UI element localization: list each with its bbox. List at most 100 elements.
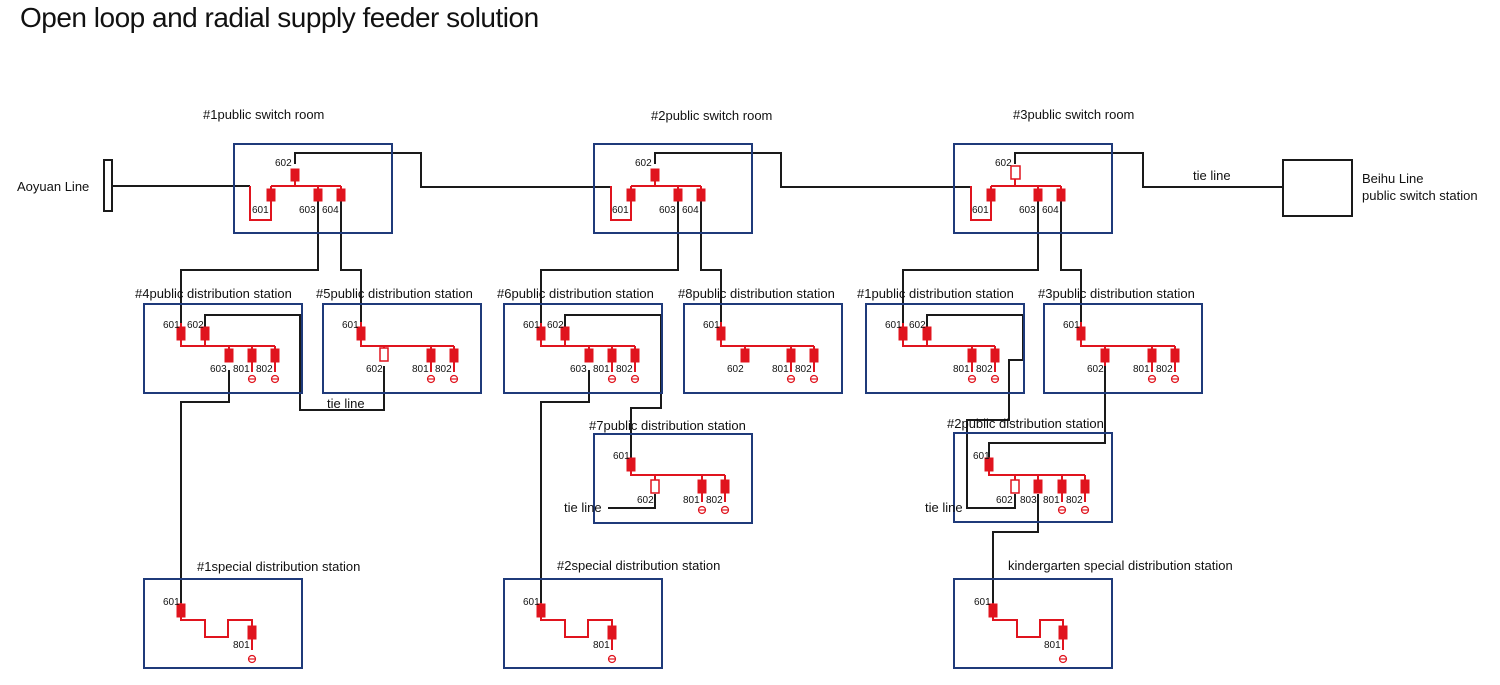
special-station-2 [503,578,663,669]
transformer-icon [786,374,796,384]
switch-icon [176,603,186,618]
beihu-station-label: public switch station [1362,188,1478,203]
switch-label: 801 [593,364,610,375]
dist-station-7 [593,433,753,524]
cable-room2-room3 [654,152,971,188]
cable-ds3-ds2 [988,366,1106,463]
switch-label: 602 [547,320,564,331]
tie-line-ds1-ds2 [926,314,1024,509]
switch-icon [990,348,1000,363]
switch-label: 601 [703,320,720,331]
switch-icon [809,348,819,363]
switch-label: 603 [659,205,676,216]
switch-label: 802 [976,364,993,375]
transformer-icon [607,374,617,384]
switch-icon [200,326,210,341]
cable-room1-room2 [294,152,611,188]
transformer-icon [697,505,707,515]
switch-label: 802 [1066,495,1083,506]
transformer-icon [426,374,436,384]
switch-label: 601 [885,320,902,331]
cable-r2-603-ds6 [540,199,679,323]
switch-icon [720,479,730,494]
switch-icon [630,348,640,363]
switch-icon [176,326,186,341]
switch-label: 602 [996,495,1013,506]
switch-icon [224,348,234,363]
dist-station-3-title: #3public distribution station [1038,286,1195,301]
switch-label: 801 [1133,364,1150,375]
switch-icon [697,479,707,494]
switch-label: 601 [1063,320,1080,331]
cable-ds7-tie [608,494,656,509]
switch-label: 801 [1044,640,1061,651]
switch-room-2 [593,143,753,234]
switch-label: 601 [163,597,180,608]
dist-station-8 [683,303,843,394]
dist-station-3 [1043,303,1203,394]
cable-ds4-ss1 [180,370,230,603]
switch-label: 604 [682,205,699,216]
switch-icon [1076,326,1086,341]
switch-label: 801 [1043,495,1060,506]
transformer-icon [607,654,617,664]
switch-icon [898,326,908,341]
switch-label: 601 [973,451,990,462]
switch-icon [986,188,996,202]
switch-icon [1056,188,1066,202]
switch-label: 604 [322,205,339,216]
switch-label: 802 [435,364,452,375]
switch-icon [696,188,706,202]
transformer-icon [1147,374,1157,384]
tie-line-label: tie line [925,500,963,515]
special-station-kg-title: kindergarten special distribution statio… [1008,558,1233,573]
tie-line-label: tie line [327,396,365,411]
switch-label: 601 [613,451,630,462]
cable-room3-beihu [1014,152,1283,188]
switch-icon [786,348,796,363]
transformer-icon [809,374,819,384]
switch-label: 802 [1156,364,1173,375]
cable-ds2-kg [992,494,1039,603]
switch-label: 602 [637,495,654,506]
switch-label: 802 [795,364,812,375]
switch-label: 601 [523,320,540,331]
switch-icon [922,326,932,341]
switch-label: 601 [972,205,989,216]
switch-icon [988,603,998,618]
transformer-icon [247,374,257,384]
switch-icon [536,326,546,341]
switch-label: 601 [974,597,991,608]
open-switch-icon [379,347,389,362]
open-switch-icon [650,479,660,494]
cable-r3-603-ds1 [902,199,1039,323]
switch-label: 602 [366,364,383,375]
switch-icon [740,348,750,363]
switch-icon [247,625,257,640]
switch-label: 801 [233,640,250,651]
switch-icon [247,348,257,363]
switch-icon [426,348,436,363]
special-station-1 [143,578,303,669]
switch-icon [266,188,276,202]
transformer-icon [990,374,1000,384]
transformer-icon [1170,374,1180,384]
switch-label: 602 [909,320,926,331]
switch-room-1 [233,143,393,234]
open-switch-icon [1010,479,1020,494]
switch-icon [1170,348,1180,363]
switch-icon [584,348,594,363]
switch-label: 802 [706,495,723,506]
beihu-station-box [1282,159,1353,217]
aoyuan-line-terminal [103,159,113,212]
switch-room-3 [953,143,1113,234]
cable-network [108,152,1283,603]
switch-icon [449,348,459,363]
transformer-icon [449,374,459,384]
switch-label: 602 [995,158,1012,169]
labels: Aoyuan Line Beihu Line public switch sta… [17,107,1478,651]
switch-icon [356,326,366,341]
transformer-icon [247,654,257,664]
switch-icon [313,188,323,202]
